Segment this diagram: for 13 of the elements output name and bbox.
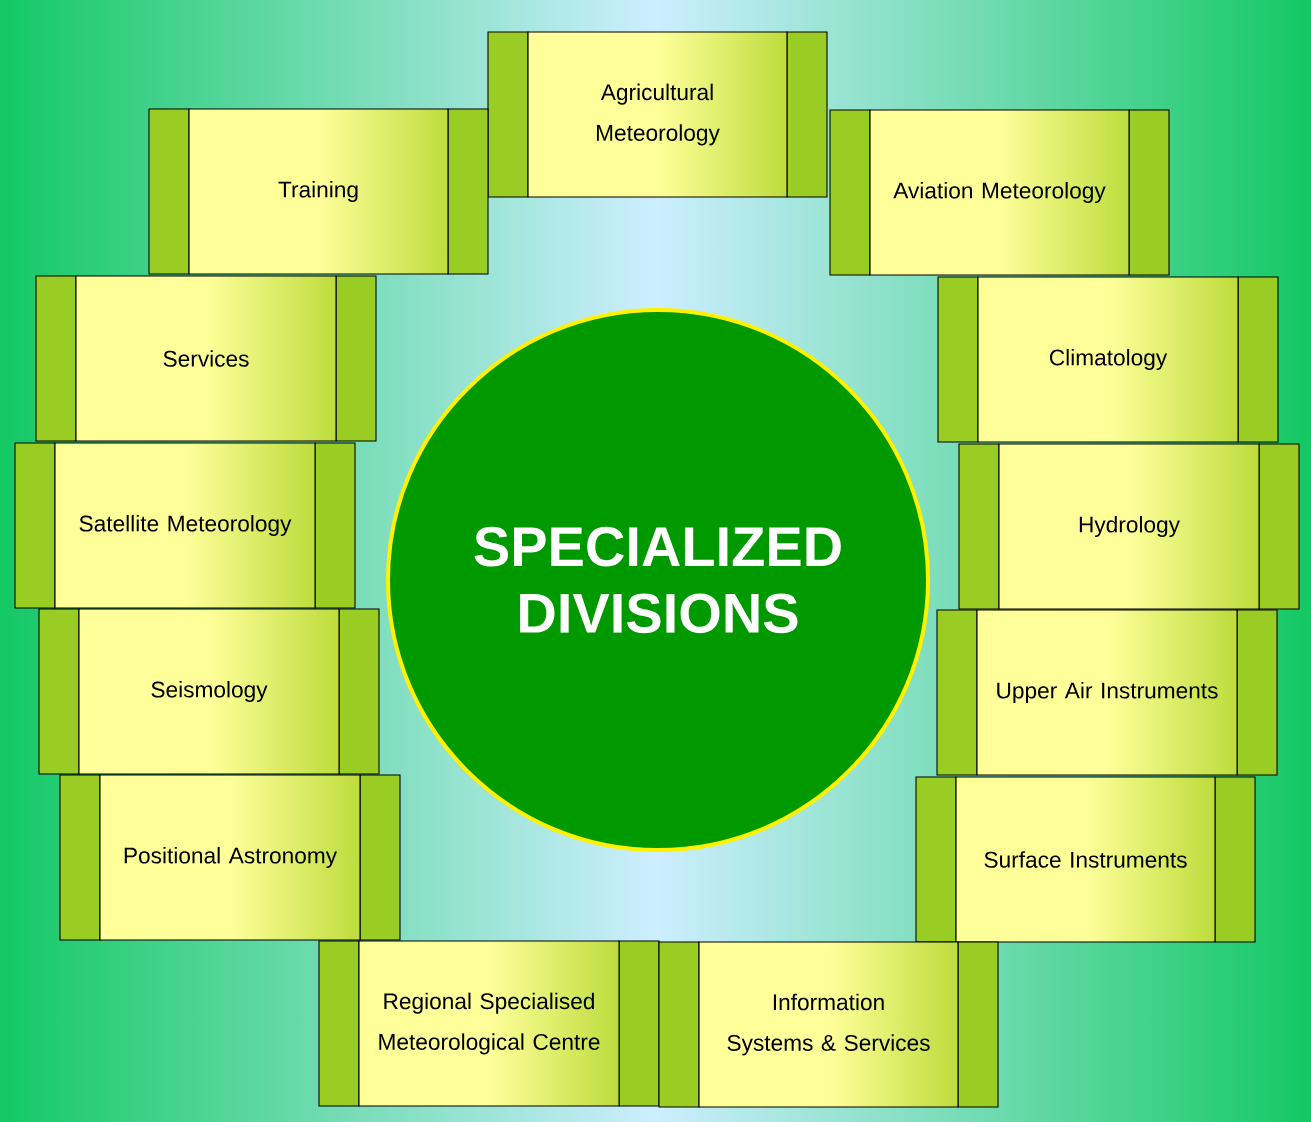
division-box: Training [148, 108, 489, 275]
division-box: Agricultural Meteorology [487, 31, 828, 198]
division-box: Aviation Meteorology [829, 109, 1170, 276]
division-box: Surface Instruments [915, 776, 1256, 943]
division-box: Services [35, 275, 377, 442]
division-box: Climatology [937, 276, 1279, 443]
division-box: Satellite Meteorology [14, 442, 356, 609]
division-box: Upper Air Instruments [936, 609, 1278, 776]
division-box: Information Systems & Services [658, 941, 999, 1108]
division-box: Regional Specialised Meteorological Centre [318, 940, 660, 1107]
division-box: Positional Astronomy [59, 774, 401, 941]
division-box: Hydrology [958, 443, 1300, 610]
division-box: Seismology [38, 608, 380, 775]
